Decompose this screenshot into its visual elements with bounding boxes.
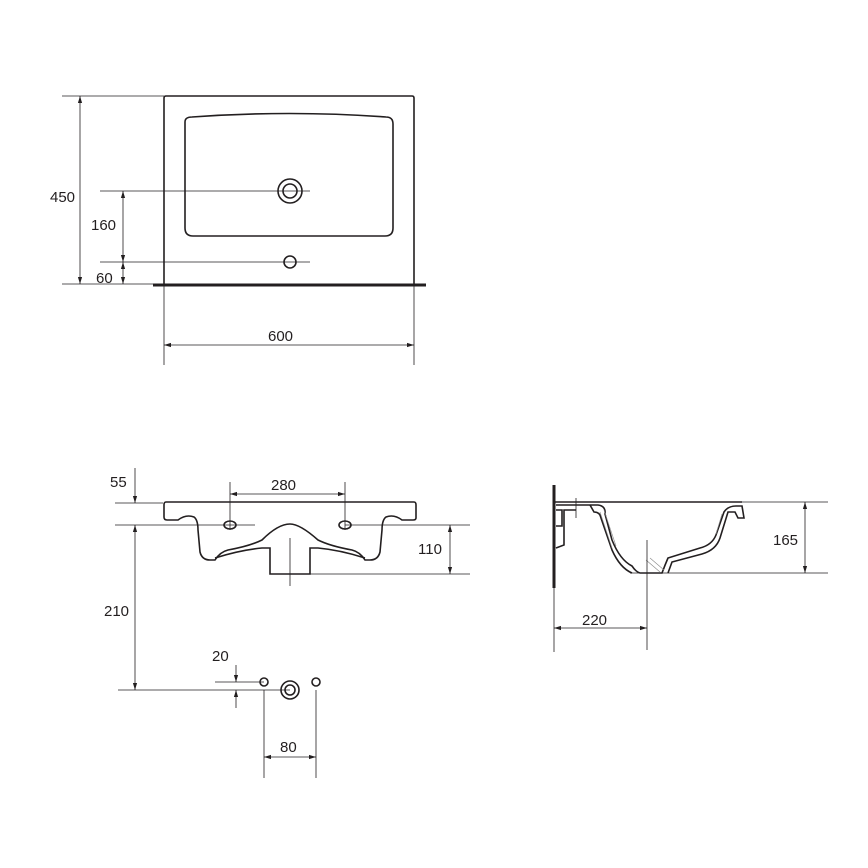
dim-drain-from-wall-label: 220 xyxy=(582,612,607,629)
dim-height-label: 165 xyxy=(773,532,798,549)
waste-outer xyxy=(280,680,300,700)
dim-bowl-depth-label: 110 xyxy=(418,541,442,558)
front-view: 55 280 110 210 20 80 xyxy=(104,468,470,778)
fixing-hole-right xyxy=(311,677,321,687)
dim-fixing-spacing-label: 80 xyxy=(280,739,297,756)
bowl-outline xyxy=(184,112,394,237)
dim-edge-label: 60 xyxy=(96,270,113,287)
dim-top-thickness-label: 55 xyxy=(110,474,127,491)
dim-tap-offset-label: 160 xyxy=(91,217,116,234)
front-outline xyxy=(163,501,417,561)
dim-offset-label: 20 xyxy=(212,648,229,665)
fixing-hole-left xyxy=(259,677,269,687)
waste-inner xyxy=(284,684,296,696)
side-view: 165 220 xyxy=(552,485,828,652)
top-view: 450 160 60 600 xyxy=(50,95,426,365)
dim-depth-label: 450 xyxy=(50,189,75,206)
dim-drain-height-label: 210 xyxy=(104,603,129,620)
basin-outline xyxy=(163,95,415,284)
dim-width-label: 600 xyxy=(268,328,293,345)
dim-hole-spacing-label: 280 xyxy=(271,477,296,494)
